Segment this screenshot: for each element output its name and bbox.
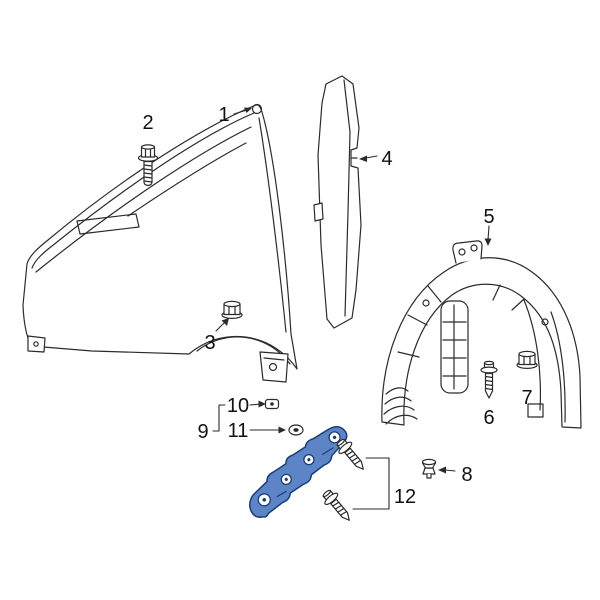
screw-part-12a <box>333 435 371 475</box>
bracket-boss-hole <box>262 498 267 502</box>
liner-top-tab <box>452 240 483 264</box>
leader-arrowheads <box>221 107 492 474</box>
liner-right-curves <box>523 299 566 423</box>
screw-part-12b <box>319 486 357 526</box>
headlamp-recess <box>76 213 140 235</box>
bolt-threads <box>143 164 153 183</box>
nut-part-7 <box>516 350 538 369</box>
bracket-boss-hole <box>332 435 337 440</box>
liner-rib-lines <box>397 284 525 358</box>
baffle-slot <box>313 202 324 222</box>
clip-part-8 <box>421 458 437 479</box>
leader-4 <box>365 155 378 159</box>
bracket-body <box>248 425 348 518</box>
tab-hole-1 <box>458 248 466 256</box>
liner-hole-left <box>422 299 430 307</box>
bolt-part <box>137 144 159 187</box>
leader-1 <box>233 109 248 115</box>
nut-part-3 <box>221 300 243 319</box>
part-label-11: 11 <box>228 420 249 442</box>
fender-crease-line-2 <box>127 142 247 217</box>
fender-rear-edge-line <box>258 117 287 333</box>
bolt-head-top <box>140 144 156 150</box>
clip-part-10 <box>264 398 280 410</box>
tab-hole-2 <box>470 244 478 252</box>
part-label-7: 7 <box>521 387 532 409</box>
arrowhead-8 <box>438 466 446 474</box>
grommet-part-11 <box>288 424 304 436</box>
bracket-boss-hole <box>284 477 288 481</box>
liner-right-notch <box>527 403 544 418</box>
fender-corner-tab <box>27 335 46 353</box>
part-label-2: 2 <box>142 112 153 134</box>
bracket-rib-lines <box>276 447 334 498</box>
baffle-part <box>313 75 362 329</box>
line-art <box>22 75 582 526</box>
arrowhead-11 <box>278 426 286 434</box>
fender-corner-hole <box>33 341 39 347</box>
part-label-3: 3 <box>204 332 215 354</box>
fender-crease-line <box>35 126 252 273</box>
liner-band-outline <box>381 257 582 429</box>
flap-edge-line <box>263 357 285 361</box>
group-bracket-9 <box>212 404 226 432</box>
baffle-fold-line <box>343 79 351 317</box>
clip-head <box>421 458 437 466</box>
fender-liner-part <box>381 240 582 429</box>
part-label-5: 5 <box>483 206 494 228</box>
fender-part <box>22 103 298 383</box>
baffle-outline <box>317 75 362 329</box>
part-label-6: 6 <box>483 407 494 429</box>
clip-10-hole <box>270 402 274 406</box>
leader-8 <box>444 469 456 472</box>
part-label-12: 12 <box>394 486 416 508</box>
leader-5 <box>487 225 490 241</box>
arrowhead-10 <box>258 400 266 408</box>
bracket-part-highlighted <box>248 425 348 518</box>
part-label-10: 10 <box>227 395 249 417</box>
liner-center-channel <box>440 300 469 394</box>
part-label-9: 9 <box>197 421 208 443</box>
flap-hole <box>268 362 278 372</box>
liner-corrugations <box>383 387 418 425</box>
bracket-boss-holes <box>262 435 337 502</box>
clip-skirt <box>422 467 436 475</box>
arrowhead-1 <box>244 107 252 113</box>
clip-stem <box>426 473 432 479</box>
part-labels: 1 2 3 4 5 6 7 8 9 10 11 12 <box>142 104 532 508</box>
part-label-8: 8 <box>461 464 472 486</box>
leader-3 <box>215 321 226 332</box>
bracket-boss-hole <box>307 458 311 462</box>
grommet-hole <box>293 428 299 432</box>
part-label-4: 4 <box>381 148 392 170</box>
group-bracket-12 <box>352 457 390 510</box>
arrowhead-3 <box>221 318 229 326</box>
fender-lower-flap <box>259 351 289 383</box>
fender-mount-hole <box>251 103 263 115</box>
arrowhead-4 <box>359 155 367 162</box>
part-label-1: 1 <box>218 104 229 126</box>
fender-top-flange-line <box>31 112 255 269</box>
liner-hole-right <box>541 318 549 326</box>
screw-part-6 <box>480 360 498 399</box>
arrowhead-5 <box>484 238 492 246</box>
liner-channel-rungs <box>442 304 467 390</box>
